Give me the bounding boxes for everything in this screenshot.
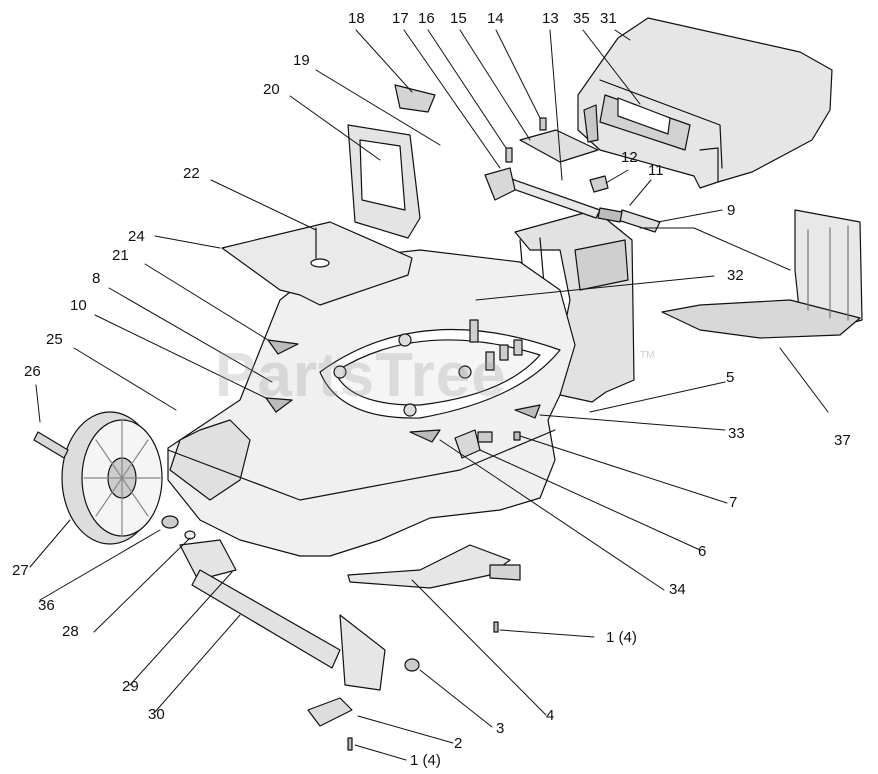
baffle-panel bbox=[221, 221, 413, 306]
callout-11: 11 bbox=[648, 162, 664, 179]
callout-31: 31 bbox=[600, 10, 617, 27]
mulch-baffle bbox=[347, 544, 521, 633]
fittings bbox=[265, 339, 541, 459]
callout-18: 18 bbox=[348, 10, 365, 27]
callout-7: 7 bbox=[729, 494, 738, 511]
callout-13: 13 bbox=[542, 10, 559, 27]
callout-5: 5 bbox=[726, 369, 735, 386]
watermark-tm: TM bbox=[640, 350, 655, 361]
axle-assembly bbox=[484, 117, 661, 233]
callout-33: 33 bbox=[728, 425, 745, 442]
grass-chute bbox=[347, 84, 436, 239]
leader-lines bbox=[29, 29, 829, 761]
callout-9: 9 bbox=[727, 202, 736, 219]
rear-axle bbox=[179, 539, 420, 751]
callout-16: 16 bbox=[418, 10, 435, 27]
callout-24: 24 bbox=[128, 228, 145, 245]
grass-deflector bbox=[661, 209, 863, 339]
callout-34: 34 bbox=[669, 581, 686, 598]
callout-14: 14 bbox=[487, 10, 504, 27]
callout-29: 29 bbox=[122, 678, 139, 695]
callout-17: 17 bbox=[392, 10, 409, 27]
callout-12: 12 bbox=[621, 149, 638, 166]
callout-3: 3 bbox=[496, 720, 505, 737]
callout-32: 32 bbox=[727, 267, 744, 284]
mower-deck bbox=[167, 249, 576, 557]
callout-8: 8 bbox=[92, 270, 101, 287]
callout-2: 2 bbox=[454, 735, 463, 752]
callout-28: 28 bbox=[62, 623, 79, 640]
callout-1-upper: 1 (4) bbox=[606, 629, 637, 646]
callout-26: 26 bbox=[24, 363, 41, 380]
hardware-left bbox=[33, 431, 196, 540]
callout-36: 36 bbox=[38, 597, 55, 614]
discharge-cover bbox=[577, 17, 833, 189]
callout-21: 21 bbox=[112, 247, 129, 264]
callout-22: 22 bbox=[183, 165, 200, 182]
callout-35: 35 bbox=[573, 10, 590, 27]
callout-10: 10 bbox=[70, 297, 87, 314]
callout-30: 30 bbox=[148, 706, 165, 723]
watermark: PartsTree bbox=[215, 341, 507, 410]
callout-25: 25 bbox=[46, 331, 63, 348]
callout-20: 20 bbox=[263, 81, 280, 98]
callout-37: 37 bbox=[834, 432, 851, 449]
callout-1-lower: 1 (4) bbox=[410, 752, 441, 769]
callout-19: 19 bbox=[293, 52, 310, 69]
callout-6: 6 bbox=[698, 543, 707, 560]
wheel bbox=[61, 411, 163, 545]
callout-4: 4 bbox=[546, 707, 555, 724]
callout-15: 15 bbox=[450, 10, 467, 27]
callout-27: 27 bbox=[12, 562, 29, 579]
